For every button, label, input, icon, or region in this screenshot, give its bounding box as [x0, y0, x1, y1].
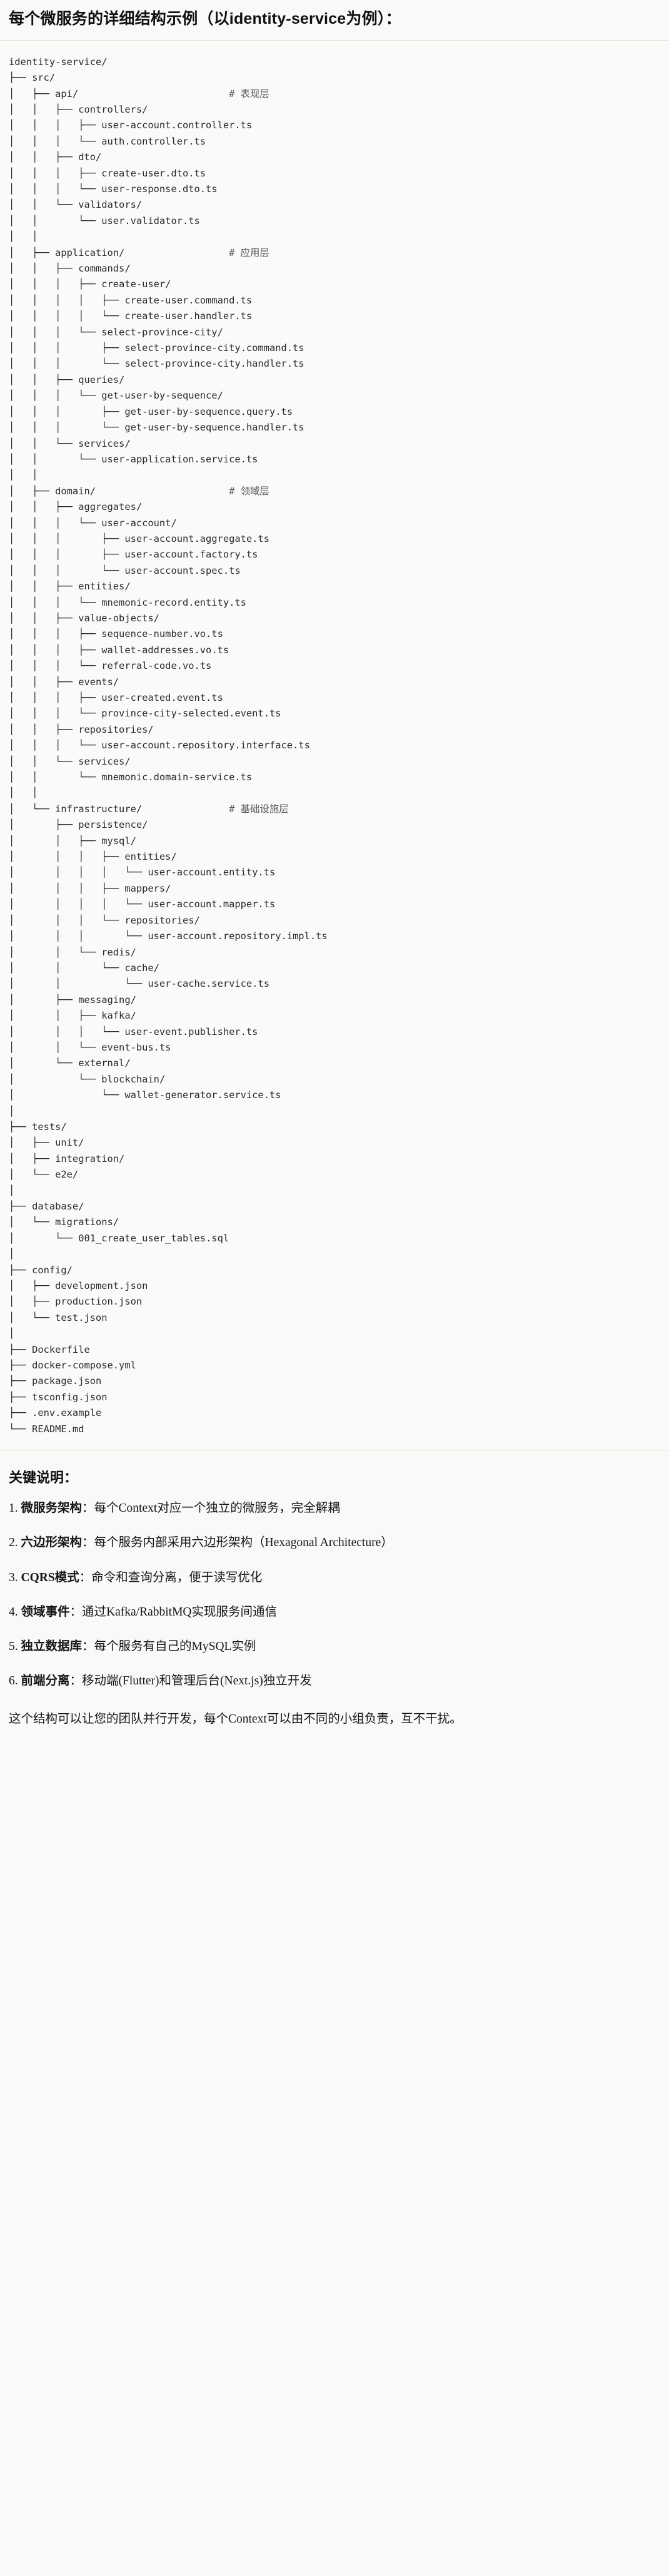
list-item-desc: ：每个服务有自己的MySQL实例	[82, 1640, 256, 1654]
list-item: 3. CQRS模式：命令和查询分离，便于读写优化	[9, 1569, 660, 1587]
list-item-term: 前端分离	[21, 1674, 70, 1688]
list-item-number: 3.	[9, 1571, 18, 1584]
directory-tree-block: identity-service/ ├── src/ │ ├── api/ # …	[0, 40, 669, 1450]
list-item-number: 5.	[9, 1640, 18, 1654]
list-item-term: CQRS模式	[21, 1571, 79, 1584]
list-item-desc: ：通过Kafka/RabbitMQ实现服务间通信	[69, 1605, 277, 1619]
tree-comment: # 基础设施层	[229, 803, 289, 815]
key-notes-section: 关键说明： 1. 微服务架构：每个Context对应一个独立的微服务，完全解耦 …	[0, 1450, 669, 1743]
list-item: 6. 前端分离：移动端(Flutter)和管理后台(Next.js)独立开发	[9, 1672, 660, 1690]
list-item-number: 4.	[9, 1605, 18, 1619]
list-item: 2. 六边形架构：每个服务内部采用六边形架构（Hexagonal Archite…	[9, 1534, 660, 1552]
page-title: 每个微服务的详细结构示例（以identity-service为例）：	[9, 10, 401, 28]
list-item-desc: ：命令和查询分离，便于读写优化	[79, 1571, 263, 1584]
list-item-desc: ：移动端(Flutter)和管理后台(Next.js)独立开发	[69, 1674, 312, 1688]
list-item: 4. 领域事件：通过Kafka/RabbitMQ实现服务间通信	[9, 1603, 660, 1621]
list-item: 1. 微服务架构：每个Context对应一个独立的微服务，完全解耦	[9, 1499, 660, 1517]
list-item-term: 领域事件	[21, 1605, 70, 1619]
list-item-desc: ：每个服务内部采用六边形架构（Hexagonal Architecture）	[82, 1536, 393, 1550]
list-item: 5. 独立数据库：每个服务有自己的MySQL实例	[9, 1637, 660, 1656]
list-item-number: 6.	[9, 1674, 18, 1688]
tree-comment: # 应用层	[229, 247, 269, 258]
list-item-desc: ：每个Context对应一个独立的微服务，完全解耦	[82, 1502, 340, 1515]
list-item-term: 微服务架构	[21, 1502, 83, 1515]
list-item-number: 2.	[9, 1536, 18, 1550]
list-item-term: 独立数据库	[21, 1640, 83, 1654]
tree-comment: # 领域层	[229, 485, 269, 497]
directory-tree: identity-service/ ├── src/ │ ├── api/ # …	[9, 56, 328, 1435]
list-item-number: 1.	[9, 1502, 18, 1515]
closing-note: 这个结构可以让您的团队并行开发，每个Context可以由不同的小组负责，互不干扰…	[9, 1712, 462, 1726]
page-root: 每个微服务的详细结构示例（以identity-service为例）： ident…	[0, 10, 669, 1743]
tree-comment: # 表现层	[229, 88, 269, 99]
list-item-term: 六边形架构	[21, 1536, 83, 1550]
key-notes-list: 1. 微服务架构：每个Context对应一个独立的微服务，完全解耦 2. 六边形…	[9, 1499, 660, 1691]
key-notes-heading: 关键说明：	[9, 1470, 78, 1486]
divider-top	[0, 39, 669, 41]
